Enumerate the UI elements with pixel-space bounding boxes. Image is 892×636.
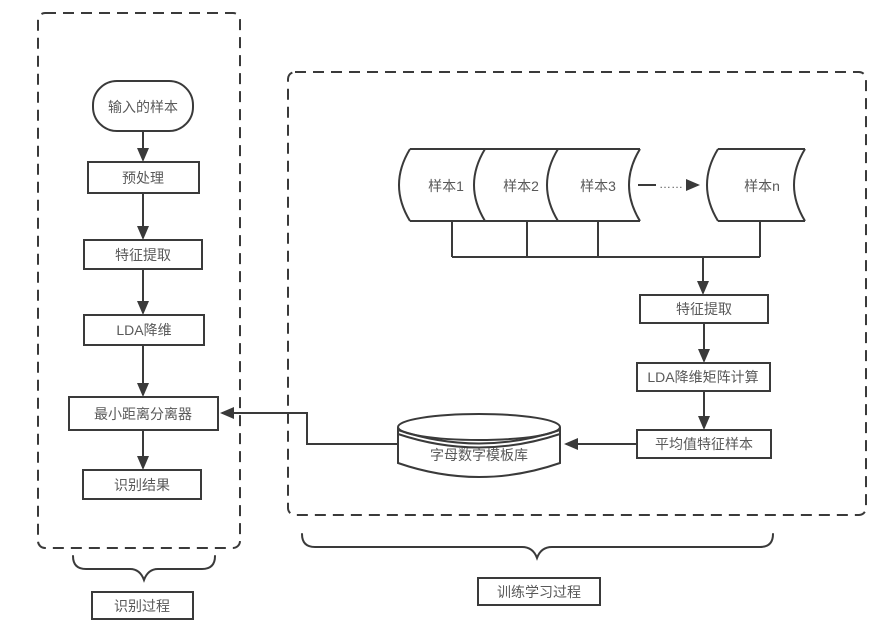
sample-n-left-arc bbox=[706, 148, 719, 222]
arrow-template-db-to-classifier bbox=[220, 407, 398, 445]
sample-bus-connector bbox=[451, 221, 761, 258]
ellipsis-dots: …… bbox=[659, 177, 683, 191]
node-feature-extract-left bbox=[83, 239, 203, 270]
sample-row-body bbox=[410, 148, 640, 222]
node-lda-reduce bbox=[83, 314, 205, 346]
training-caption-box bbox=[477, 577, 601, 606]
node-lda-reduce-label: LDA降维 bbox=[116, 322, 171, 338]
node-min-distance-classifier-label: 最小距离分离器 bbox=[94, 406, 192, 422]
training-brace bbox=[301, 533, 774, 561]
node-template-db-label: 字母数字模板库 bbox=[430, 447, 528, 463]
sample-row-left-arc bbox=[398, 148, 411, 222]
recognition-caption-label: 识别过程 bbox=[114, 598, 170, 614]
node-input-sample-label: 输入的样本 bbox=[108, 99, 178, 115]
node-lda-matrix-label: LDA降维矩阵计算 bbox=[647, 369, 758, 385]
node-lda-matrix bbox=[636, 362, 771, 392]
sample-n-body bbox=[718, 148, 805, 222]
recognition-process-boundary bbox=[37, 12, 241, 549]
node-template-db: 字母数字模板库 bbox=[397, 413, 561, 478]
node-result-label: 识别结果 bbox=[114, 477, 170, 493]
node-feature-extract-right-label: 特征提取 bbox=[676, 301, 732, 317]
sample-row-right-arc bbox=[628, 148, 641, 222]
sample-cylinders: 样本1 样本2 样本3 …… 样本n bbox=[398, 148, 806, 222]
template-db-top bbox=[397, 413, 561, 441]
node-mean-feature-label: 平均值特征样本 bbox=[655, 436, 753, 452]
template-db-ring-2 bbox=[397, 433, 561, 449]
template-db-ring-1 bbox=[397, 429, 561, 445]
node-preprocess-label: 预处理 bbox=[122, 170, 164, 186]
node-min-distance-classifier bbox=[68, 396, 219, 431]
recognition-caption-box bbox=[91, 591, 194, 620]
sample-3-label: 样本3 bbox=[580, 178, 616, 194]
node-feature-extract-right bbox=[639, 294, 769, 324]
sample-divider-arc-2 bbox=[546, 148, 559, 222]
training-caption-label: 训练学习过程 bbox=[497, 584, 581, 600]
sample-n-label: 样本n bbox=[744, 178, 780, 194]
node-mean-feature bbox=[636, 429, 772, 459]
training-process-boundary bbox=[287, 71, 867, 516]
recognition-brace bbox=[72, 555, 216, 583]
sample-n-right-arc bbox=[793, 148, 806, 222]
sample-divider-arc-1 bbox=[473, 148, 486, 222]
node-feature-extract-left-label: 特征提取 bbox=[115, 247, 171, 263]
node-preprocess bbox=[87, 161, 200, 194]
sample-1-label: 样本1 bbox=[428, 178, 464, 194]
sample-2-label: 样本2 bbox=[503, 178, 539, 194]
node-result bbox=[82, 469, 202, 500]
